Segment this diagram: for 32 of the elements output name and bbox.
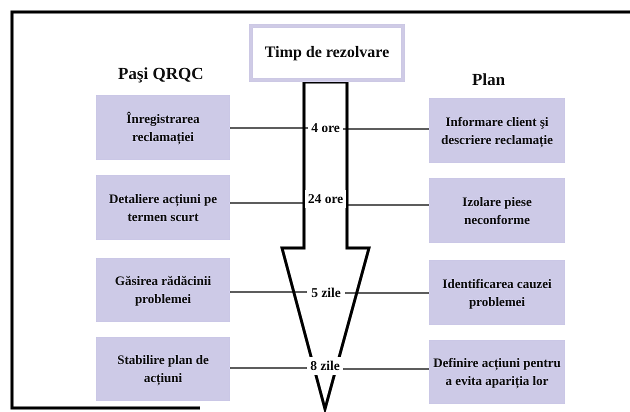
step-box: [429, 340, 565, 404]
box-title: Timp de rezolvare: [264, 44, 390, 62]
time-label: 8 zile: [310, 358, 340, 374]
column-heading: Plan: [472, 70, 506, 90]
step-box: [96, 175, 230, 240]
step-text: Izolare piese neconforme: [461, 192, 533, 228]
connector-line: [230, 127, 308, 129]
step-text: Găsirea rădăcinii problemei: [114, 272, 212, 308]
step-box: [429, 178, 565, 243]
step-text: Înregistrarea reclamației: [125, 110, 201, 146]
step-box: [96, 95, 230, 160]
connector-line: [230, 367, 307, 369]
time-label: 24 ore: [308, 191, 344, 207]
connector-line: [343, 368, 429, 370]
title-box: [249, 24, 405, 82]
step-box: [429, 260, 565, 325]
time-label: 4 ore: [311, 120, 340, 136]
connector-line: [230, 202, 305, 204]
connector-line: [230, 291, 307, 293]
time-label: 5 zile: [311, 285, 341, 301]
connector-line: [346, 204, 429, 206]
step-text: Detaliere acțiuni pe termen scurt: [108, 190, 218, 226]
column-heading: Paşi QRQC: [118, 64, 204, 84]
step-text: Stabilire plan de acțiuni: [116, 351, 210, 387]
connector-line: [343, 128, 429, 130]
step-box: [96, 337, 230, 401]
step-text: Identificarea cauzei problemei: [441, 274, 553, 310]
step-box: [96, 258, 230, 322]
step-box: [429, 98, 565, 163]
step-text: Informare client şi descriere reclamație: [440, 112, 554, 148]
step-text: Definire acțiuni pentru a evita apariția lor: [433, 354, 561, 390]
connector-line: [345, 292, 429, 294]
